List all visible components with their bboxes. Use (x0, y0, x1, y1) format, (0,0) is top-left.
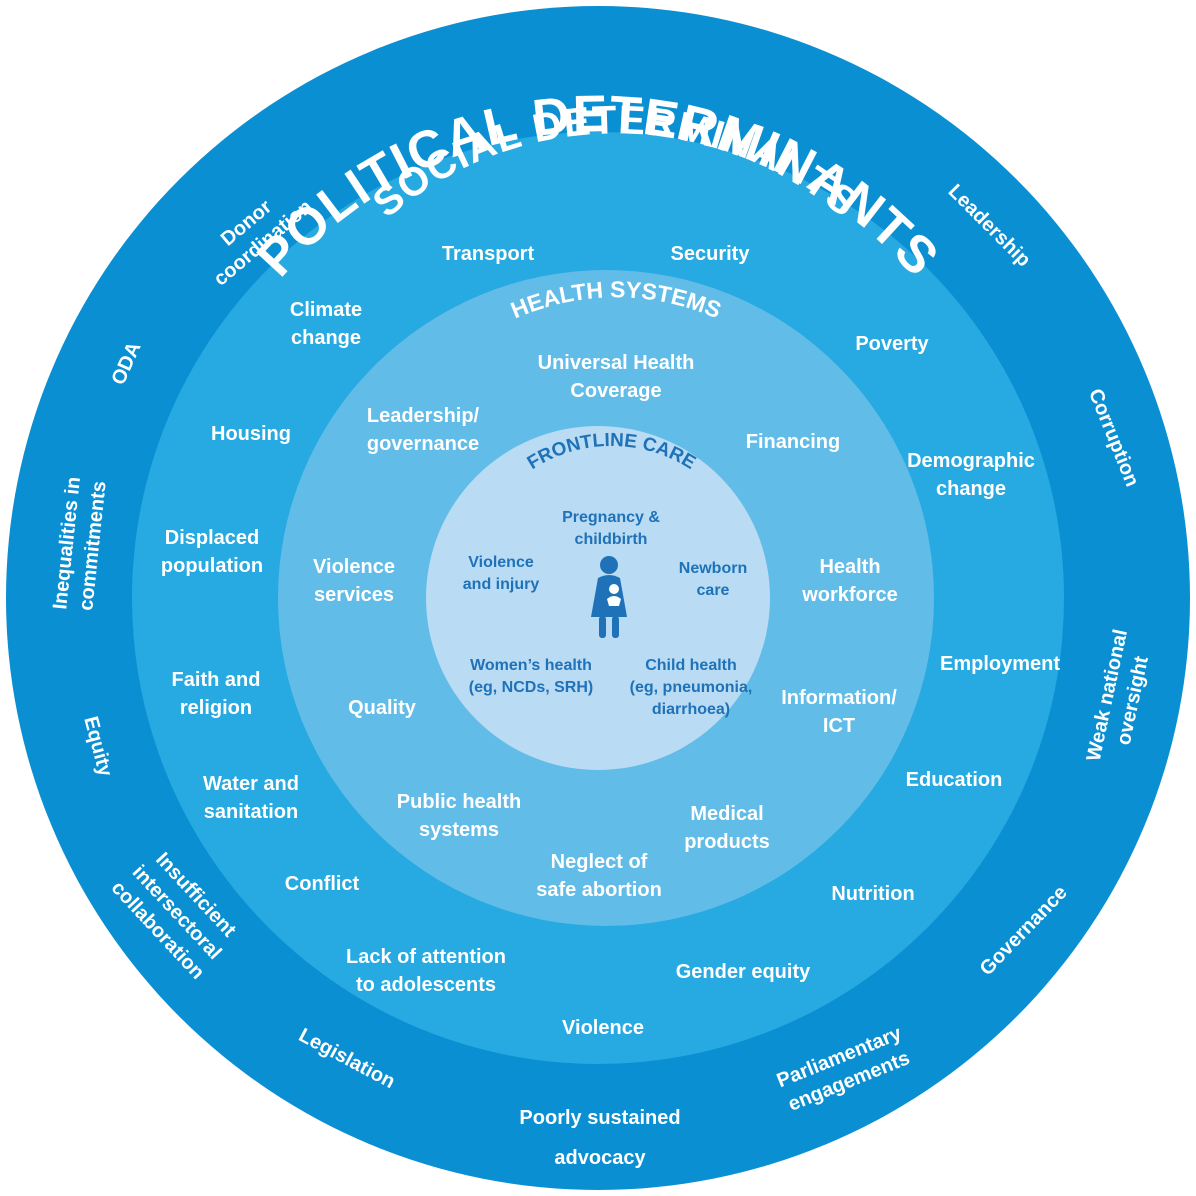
social-item-employment: Employment (940, 653, 1060, 675)
frontline-item-child-health: Child health(eg, pneumonia,diarrhoea) (630, 657, 753, 718)
mother-and-baby-icon (591, 556, 627, 638)
frontline-item-womens-health: Women’s health(eg, NCDs, SRH) (469, 657, 593, 696)
social-item-violence: Violence (562, 1017, 644, 1039)
health-item-financing: Financing (746, 431, 840, 453)
social-item-education: Education (906, 769, 1003, 791)
social-item-gender-equity: Gender equity (676, 961, 811, 983)
social-item-transport: Transport (442, 243, 535, 265)
social-item-security: Security (671, 243, 751, 265)
frontline-item-pregnancy-childbirth: Pregnancy &childbirth (562, 509, 660, 548)
social-item-conflict: Conflict (285, 873, 360, 895)
health-item-quality: Quality (348, 697, 417, 719)
social-item-housing: Housing (211, 423, 291, 445)
health-item-information-ict: Information/ICT (781, 687, 897, 737)
health-item-leadership-governance: Leadership/governance (367, 405, 480, 455)
social-item-poverty: Poverty (855, 333, 929, 355)
social-item-nutrition: Nutrition (831, 883, 914, 905)
